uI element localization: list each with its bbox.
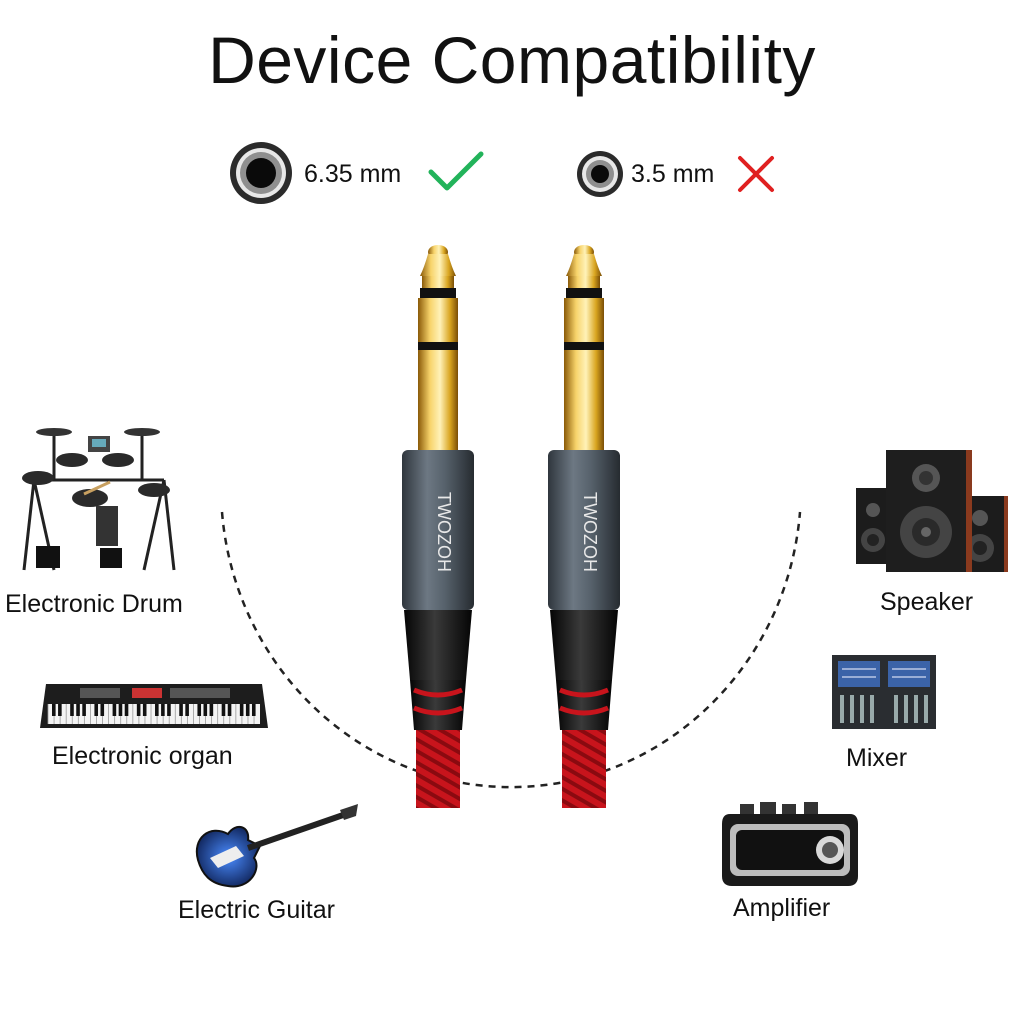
compat-label-3-5: 3.5 mm bbox=[631, 160, 715, 188]
compat-label-6-35: 6.35 mm bbox=[304, 160, 402, 188]
organ-black-key bbox=[221, 704, 226, 716]
organ-black-key bbox=[179, 704, 183, 716]
organ-black-key bbox=[70, 704, 74, 716]
electronic-organ-icon bbox=[40, 684, 268, 728]
speaker-icon bbox=[856, 450, 1008, 572]
plug-right: TWOZOH bbox=[548, 245, 620, 808]
device-label-mixer: Mixer bbox=[846, 744, 908, 772]
device-label-electric-guitar: Electric Guitar bbox=[178, 896, 335, 924]
page-title: Device Compatibility bbox=[208, 23, 816, 97]
device-label-electronic-drum: Electronic Drum bbox=[5, 590, 183, 618]
organ-black-key bbox=[76, 704, 80, 716]
organ-black-key bbox=[142, 704, 147, 716]
electronic-drum-icon bbox=[22, 428, 176, 571]
organ-black-key bbox=[100, 704, 105, 716]
organ-black-key bbox=[251, 704, 256, 716]
organ-black-key bbox=[155, 704, 159, 716]
organ-black-key bbox=[52, 704, 56, 716]
organ-black-key bbox=[185, 704, 189, 716]
organ-black-key bbox=[161, 704, 165, 716]
check-icon bbox=[428, 150, 484, 194]
electric-guitar-icon bbox=[195, 804, 358, 888]
organ-black-key bbox=[227, 704, 232, 716]
organ-black-key bbox=[124, 704, 129, 716]
organ-black-key bbox=[82, 704, 86, 716]
device-label-electronic-organ: Electronic organ bbox=[52, 742, 233, 770]
jack-3-5-icon bbox=[576, 150, 624, 198]
organ-black-key bbox=[94, 704, 99, 716]
organ-black-key bbox=[239, 704, 244, 716]
organ-black-key bbox=[203, 704, 208, 716]
plug-left: TWOZOH bbox=[402, 245, 474, 808]
organ-black-key bbox=[118, 704, 123, 716]
device-label-amplifier: Amplifier bbox=[733, 894, 831, 922]
organ-black-key bbox=[245, 704, 250, 716]
organ-black-key bbox=[136, 704, 141, 716]
organ-black-key bbox=[167, 704, 171, 716]
organ-black-key bbox=[112, 704, 117, 716]
organ-black-key bbox=[197, 704, 202, 716]
organ-black-key bbox=[58, 704, 62, 716]
cross-icon bbox=[736, 154, 776, 194]
device-label-speaker: Speaker bbox=[880, 588, 974, 616]
jack-6-35-icon bbox=[228, 140, 294, 206]
brand-label-left: TWOZOH bbox=[434, 492, 454, 572]
amplifier-icon bbox=[722, 802, 858, 886]
mixer-icon bbox=[832, 655, 936, 729]
brand-label-right: TWOZOH bbox=[580, 492, 600, 572]
organ-black-key bbox=[209, 704, 214, 716]
